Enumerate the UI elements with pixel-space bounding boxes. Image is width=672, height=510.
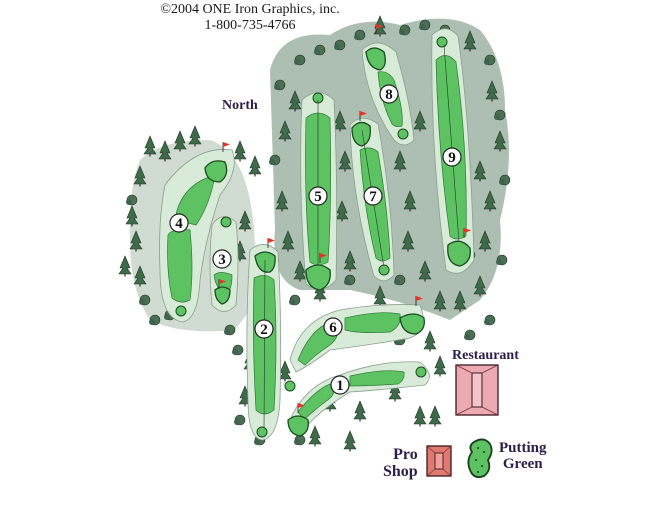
putting-green-icon[interactable] [467, 438, 493, 479]
hole-6 [284, 295, 425, 392]
hole-numbers: 1 2 3 4 5 6 7 8 9 [175, 87, 456, 394]
north-label: North [222, 98, 258, 113]
hole-marker-8[interactable] [379, 84, 399, 104]
hole-number-6: 6 [329, 320, 337, 336]
hole-marker-4[interactable] [169, 213, 189, 233]
hole-marker-6[interactable] [323, 317, 343, 337]
hole-number-1: 1 [336, 378, 344, 394]
hole-number-4: 4 [175, 216, 183, 232]
phone-number: 1-800-735-4766 [204, 18, 296, 33]
hole-marker-3[interactable] [212, 249, 232, 269]
putting-green-label-line2: Green [502, 456, 543, 472]
pro-shop-label-line2: Shop [383, 463, 418, 480]
hole-number-7: 7 [369, 189, 377, 205]
hole-marker-2[interactable] [254, 319, 274, 339]
pro-shop-label: Pro Shop [383, 446, 418, 480]
restaurant-building[interactable] [455, 364, 499, 416]
hole-number-9: 9 [448, 150, 456, 166]
putting-green-label-line1: Putting [499, 440, 547, 456]
hole-marker-1[interactable] [330, 375, 350, 395]
hole-number-5: 5 [314, 189, 322, 205]
copyright-credit: ©2004 ONE Iron Graphics, inc. 1-800-735-… [150, 2, 350, 34]
hole-number-2: 2 [260, 322, 268, 338]
hole-marker-7[interactable] [363, 186, 383, 206]
putting-green-label: Putting Green [499, 440, 547, 472]
hole-number-8: 8 [385, 87, 393, 103]
copyright-text: ©2004 ONE Iron Graphics, inc. [160, 2, 340, 17]
hole-1 [287, 361, 430, 437]
hole-2 [246, 237, 282, 441]
hole-4 [159, 141, 235, 323]
pro-shop-label-line1: Pro [393, 446, 418, 463]
hole-markers [169, 84, 462, 395]
hole-marker-9[interactable] [442, 147, 462, 167]
hole-number-3: 3 [218, 252, 226, 268]
restaurant-label: Restaurant [452, 348, 519, 363]
hole-marker-5[interactable] [308, 186, 328, 206]
pro-shop-building[interactable] [426, 445, 452, 477]
